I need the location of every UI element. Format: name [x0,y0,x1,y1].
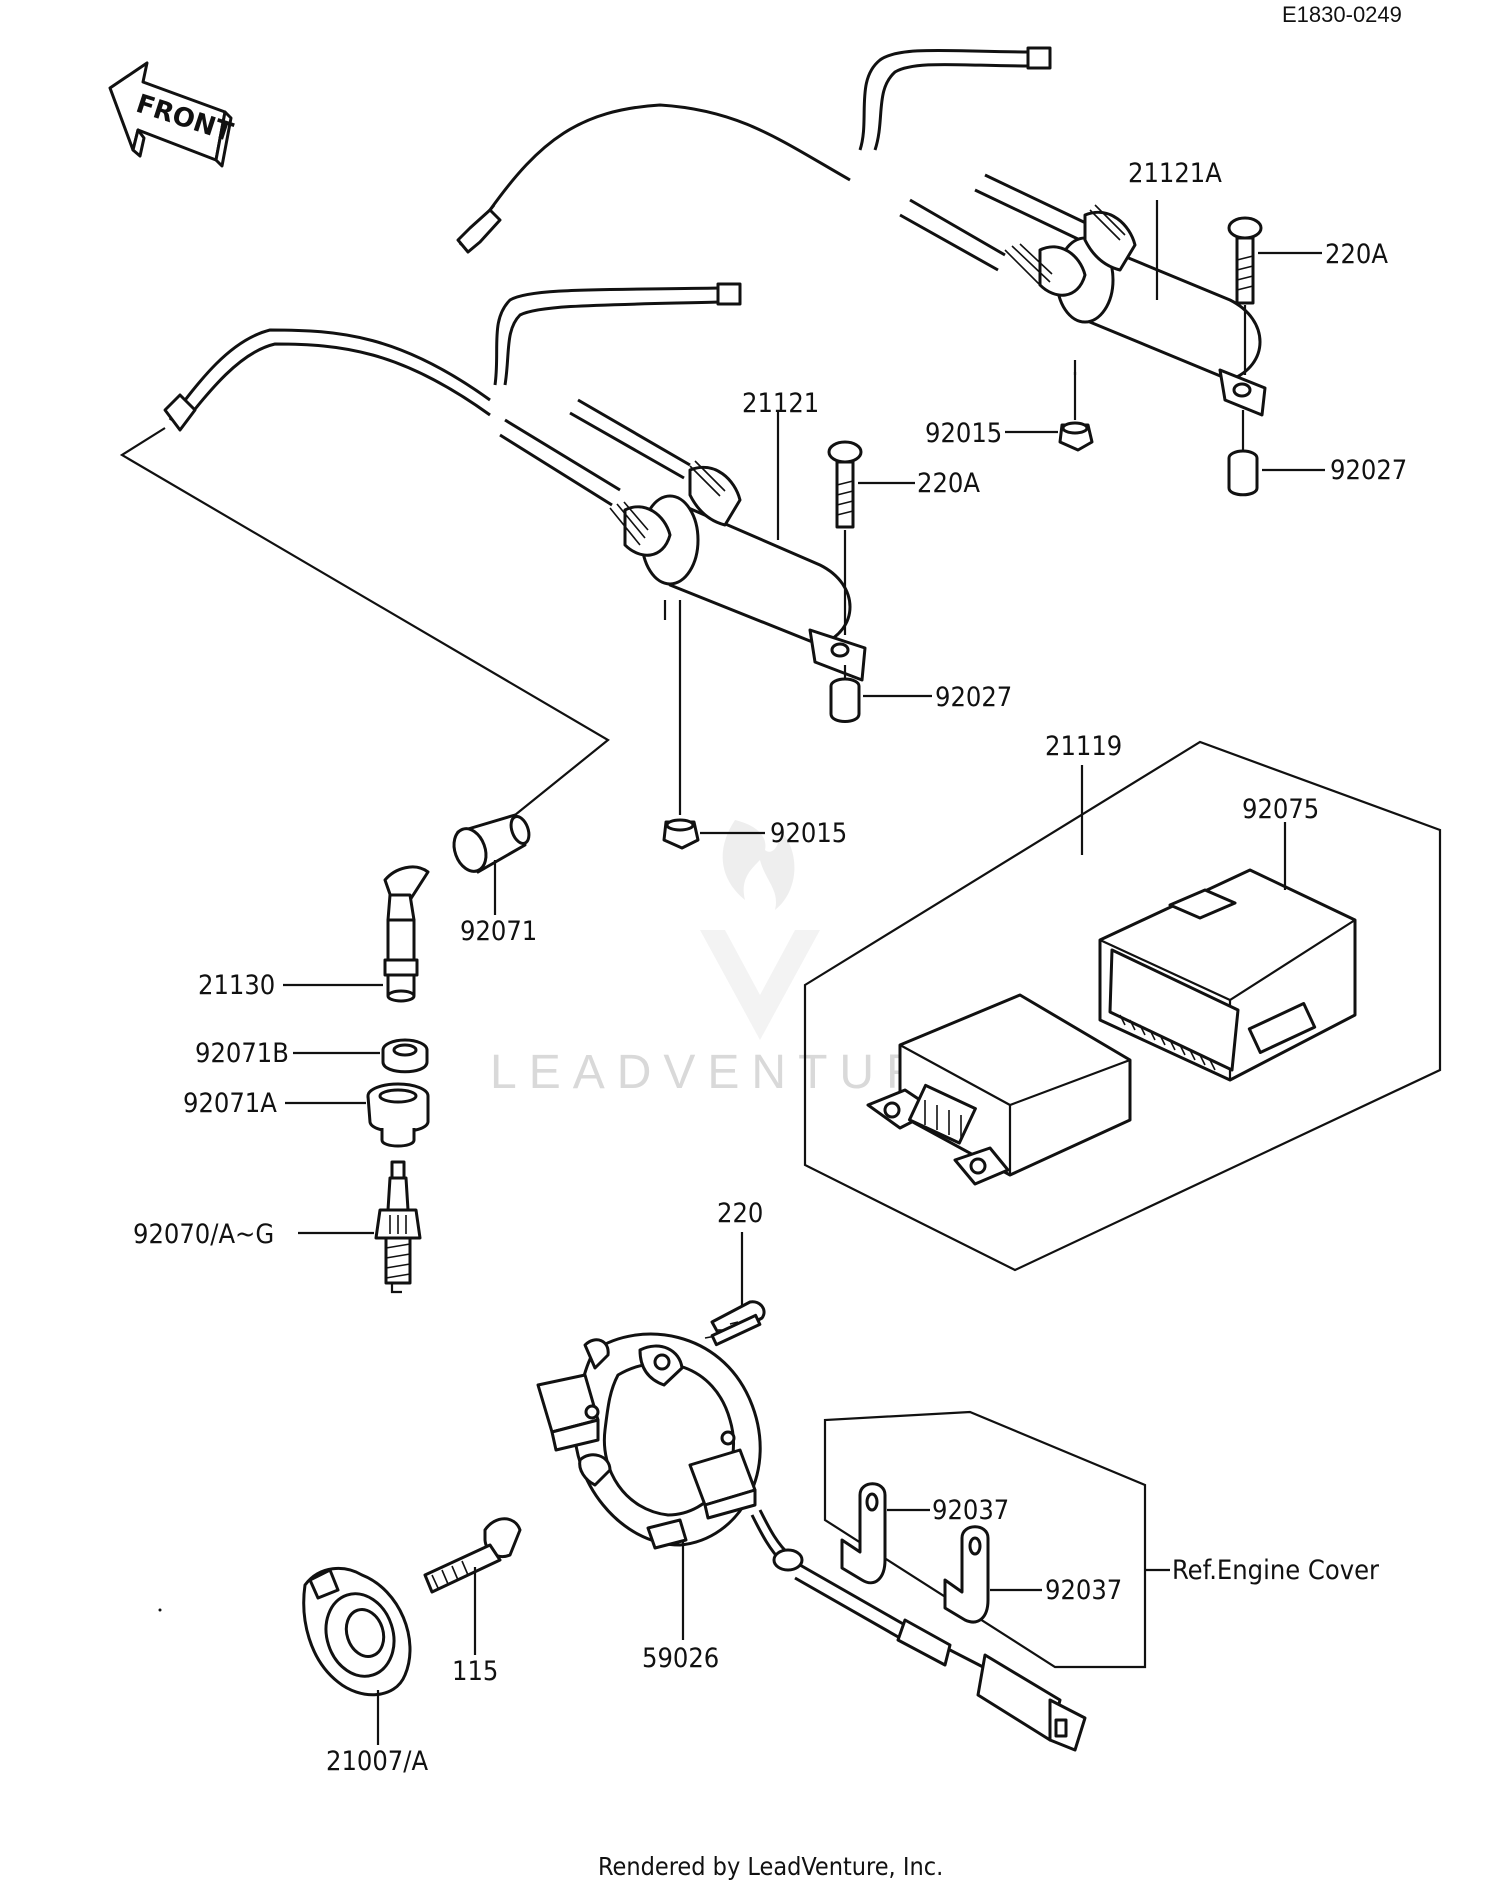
label-92037-a: 92037 [932,1495,1009,1526]
label-21119: 21119 [1045,731,1122,762]
plug-cap-21130 [383,865,430,1003]
label-92037-b: 92037 [1045,1575,1122,1606]
ignition-coil-lower [163,282,867,682]
label-115: 115 [452,1656,498,1687]
label-220A-lower: 220A [917,468,980,499]
screw-220 [704,1300,766,1347]
footer-text: Rendered by LeadVenture, Inc. [598,1852,943,1881]
collar-92027-upper [1227,410,1259,497]
cdi-case-92075 [1098,868,1357,1082]
label-92075: 92075 [1242,794,1319,825]
watermark: LEADVENTURE [490,820,977,1099]
nut-92015-upper [1058,372,1094,452]
label-92071B: 92071B [195,1038,289,1069]
label-92071A: 92071A [183,1088,277,1119]
plug-cap-92071 [452,813,531,874]
front-arrow-icon: FRONT [108,61,236,168]
watermark-text: LEADVENTURE [490,1046,977,1099]
pickup-coil-assembly-59026 [536,1332,1087,1752]
label-220: 220 [717,1198,763,1229]
label-92071: 92071 [460,916,537,947]
speck [158,1608,162,1612]
clamp-92037-a [840,1482,887,1585]
bolt-220A-lower [827,440,863,529]
label-ref-engine-cover: Ref.Engine Cover [1172,1555,1379,1586]
label-92070: 92070/A~G [133,1219,274,1250]
leadventure-flame-logo [700,820,820,1040]
label-92015-upper: 92015 [925,418,1002,449]
seal-92071B [381,1038,429,1074]
ref-engine-cover-group [823,1410,1170,1669]
label-92015-lower: 92015 [770,818,847,849]
label-220A-upper: 220A [1325,239,1388,270]
collar-92027-lower [829,665,861,723]
seal-92071A [366,1082,430,1148]
label-21121A: 21121A [1128,158,1222,189]
label-92027-upper: 92027 [1330,455,1407,486]
label-92027-lower: 92027 [935,682,1012,713]
doc-code: E1830-0249 [1282,2,1402,27]
spark-plug-92070 [374,1160,422,1294]
clamp-92037-b [943,1525,990,1624]
timing-cover-21007 [302,1566,412,1697]
bolt-220A-upper [1227,216,1263,305]
label-21130: 21130 [198,970,275,1001]
ignition-coil-upper [456,46,1267,417]
nut-92015-lower [662,600,700,850]
label-21121: 21121 [742,388,819,419]
igniter-unit [866,993,1132,1186]
label-59026: 59026 [642,1643,719,1674]
label-21007: 21007/A [326,1746,428,1777]
cdi-unit-group [803,740,1442,1272]
bolt-115 [423,1517,522,1594]
